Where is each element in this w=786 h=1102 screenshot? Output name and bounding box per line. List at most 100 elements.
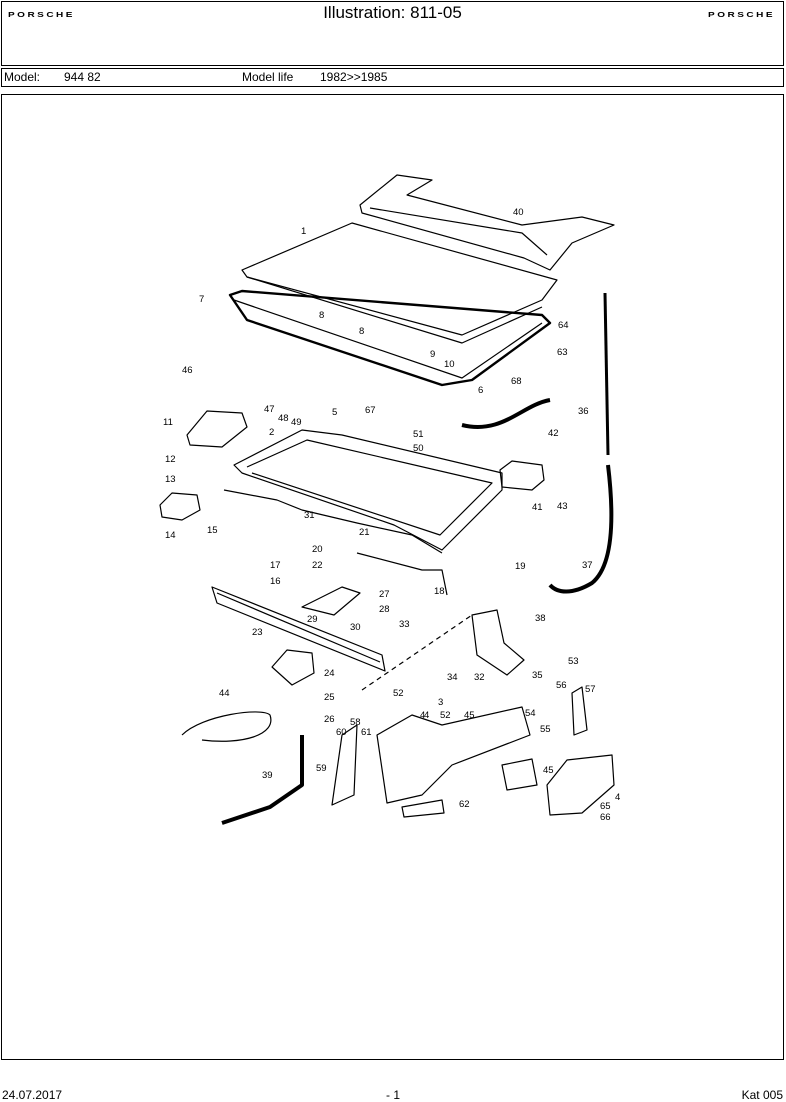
part-label: 45	[543, 765, 554, 776]
part-label: 33	[399, 619, 410, 630]
part-label: 35	[532, 670, 543, 681]
cable-36	[603, 292, 610, 456]
part-label: 22	[312, 560, 323, 571]
bracket-56	[571, 686, 588, 736]
part-label: 52	[440, 710, 451, 721]
part-label: 31	[304, 510, 315, 521]
part-label: 67	[365, 405, 376, 416]
part-label: 55	[540, 724, 551, 735]
cable-18	[356, 552, 448, 596]
motor-assembly-3	[376, 706, 531, 804]
part-label: 4	[615, 792, 620, 803]
relay-45	[501, 758, 538, 791]
bracket-11	[186, 410, 248, 448]
part-label: 28	[379, 604, 390, 615]
part-label: 62	[459, 799, 470, 810]
part-label: 39	[262, 770, 273, 781]
part-label: 11	[163, 417, 173, 428]
part-label: 46	[182, 365, 193, 376]
part-label: 43	[557, 501, 568, 512]
part-label: 47	[264, 404, 275, 415]
brand-logo-left: PORSCHE	[8, 11, 75, 20]
model-label: Model:	[4, 70, 41, 84]
part-label: 4	[424, 710, 429, 721]
part-label: 34	[447, 672, 458, 683]
part-label: 49	[291, 417, 302, 428]
block-41	[499, 460, 545, 491]
part-label: 48	[278, 413, 289, 424]
crossbar	[211, 586, 386, 672]
footer-catalog: Kat 005	[741, 1088, 783, 1102]
part-label: 14	[165, 530, 176, 541]
cable-44	[181, 711, 272, 742]
footer-date: 24.07.2017	[2, 1088, 63, 1102]
part-labels: 1 2 3 4 5 6 7 8 8 9 10 11 12 13 14 15 16…	[163, 207, 620, 823]
footer-page: - 1	[386, 1088, 401, 1102]
part-label: 9	[430, 349, 435, 360]
part-label: 27	[379, 589, 390, 600]
part-label: 3	[438, 697, 443, 708]
illustration-frame: 1 2 3 4 5 6 7 8 8 9 10 11 12 13 14 15 16…	[1, 94, 784, 1060]
part-label: 30	[350, 622, 361, 633]
part-label: 59	[316, 763, 327, 774]
part-label: 18	[434, 586, 445, 597]
part-label: 64	[558, 320, 569, 331]
exploded-parts-diagram: 1 2 3 4 5 6 7 8 8 9 10 11 12 13 14 15 16…	[159, 174, 620, 825]
part-label: 4	[420, 710, 425, 721]
part-label: 29	[307, 614, 318, 625]
part-label: 5	[332, 407, 337, 418]
part-label: 24	[324, 668, 335, 679]
part-label: 68	[511, 376, 522, 387]
part-label: 45	[464, 710, 475, 721]
model-info-bar: Model: 944 82 Model life 1982>>1985	[1, 68, 784, 87]
part-label: 23	[252, 627, 263, 638]
part-label: 2	[269, 427, 274, 438]
part-label: 42	[548, 428, 559, 439]
model-life-label: Model life	[242, 70, 294, 84]
bracket-27	[301, 586, 361, 616]
part-label: 60	[336, 727, 347, 738]
part-label: 56	[556, 680, 567, 691]
part-label: 17	[270, 560, 281, 571]
part-label: 8	[359, 326, 364, 337]
model-life-value: 1982>>1985	[320, 70, 388, 84]
brand-logo-right: PORSCHE	[708, 11, 775, 20]
cable-37	[548, 464, 614, 594]
part-label: 41	[532, 502, 543, 513]
part-label: 20	[312, 544, 323, 555]
block-14	[159, 492, 201, 521]
part-label: 37	[582, 560, 593, 571]
part-label: 63	[557, 347, 568, 358]
part-label: 65	[600, 801, 611, 812]
part-label: 7	[199, 294, 204, 305]
part-label: 1	[301, 226, 306, 237]
part-label: 8	[319, 310, 324, 321]
part-label: 54	[525, 708, 536, 719]
part-label: 6	[478, 385, 483, 396]
bracket-58	[331, 724, 358, 806]
part-label: 32	[474, 672, 485, 683]
roof-panel	[241, 222, 558, 344]
roof-frame	[223, 429, 503, 554]
part-label: 58	[350, 717, 361, 728]
part-label: 15	[207, 525, 218, 536]
part-label: 13	[165, 474, 176, 485]
part-label: 26	[324, 714, 335, 725]
header: PORSCHE Illustration: 811-05 PORSCHE	[1, 1, 784, 66]
seal-frame	[228, 289, 552, 387]
part-label: 50	[413, 443, 424, 454]
part-label: 12	[165, 454, 176, 465]
page-title: Illustration: 811-05	[323, 3, 462, 22]
part-label: 16	[270, 576, 281, 587]
part-label: 52	[393, 688, 404, 699]
part-label: 21	[359, 527, 370, 538]
latch-24	[271, 649, 315, 686]
part-label: 40	[513, 207, 524, 218]
part-label: 36	[578, 406, 589, 417]
hose-39	[221, 735, 304, 825]
roof-outer-frame	[359, 174, 615, 271]
drain-hose	[461, 398, 551, 429]
motor-4	[546, 754, 615, 816]
part-label: 19	[515, 561, 526, 572]
part-label: 10	[444, 359, 455, 370]
